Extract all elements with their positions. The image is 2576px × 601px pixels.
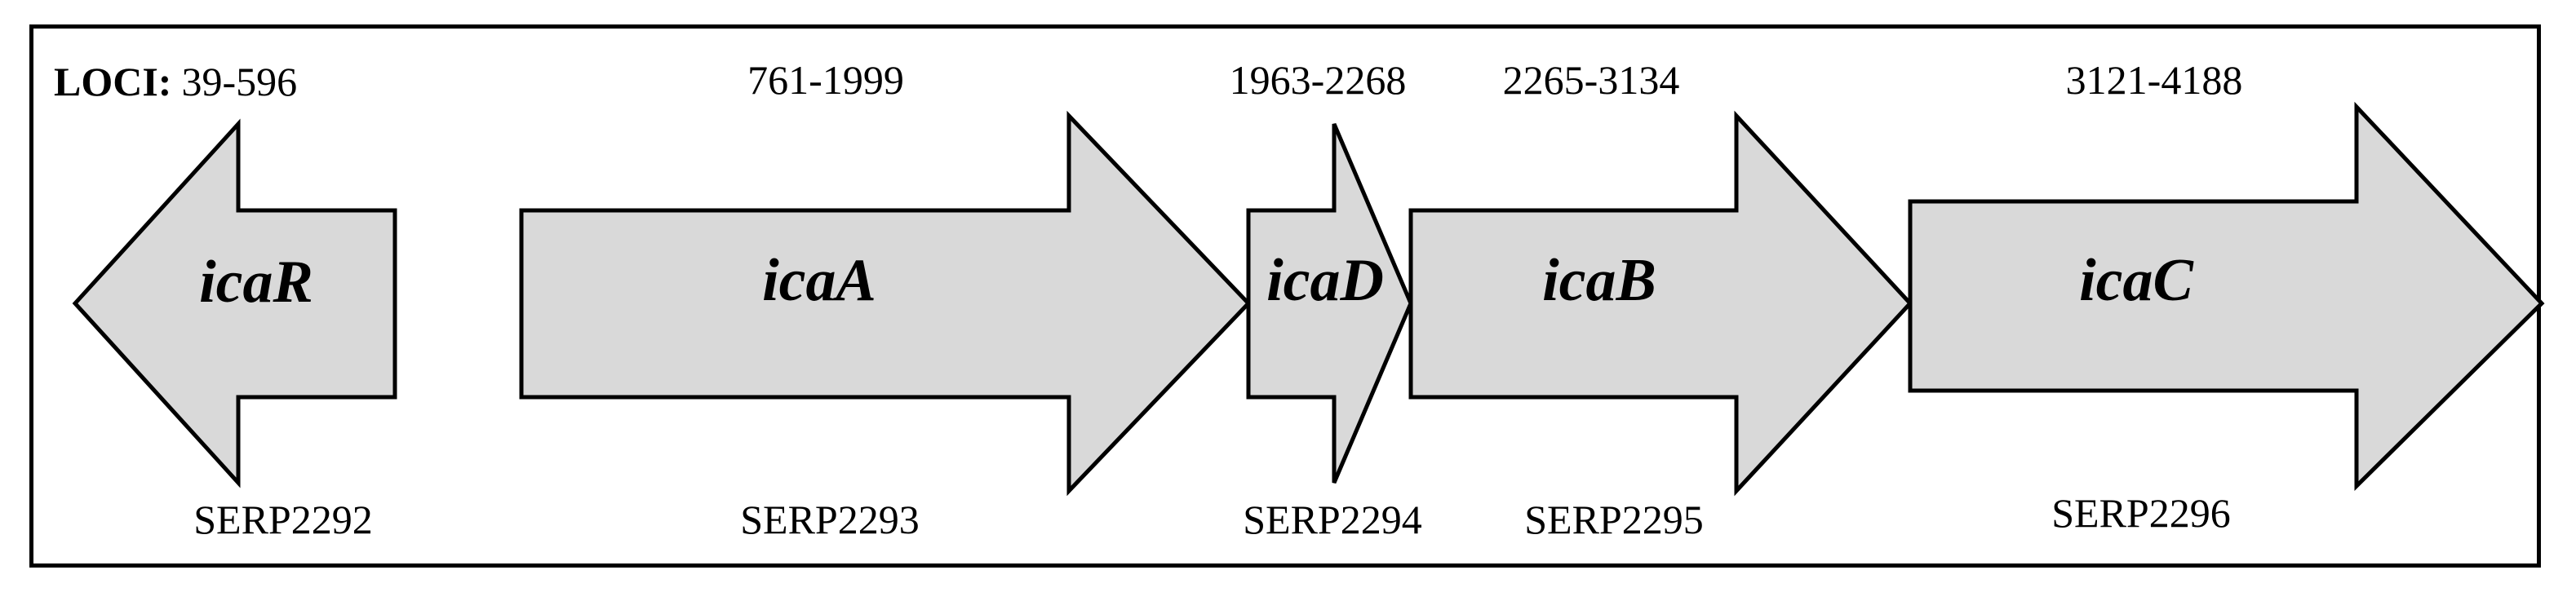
locus-label-icad: 1963-2268 <box>1230 57 1407 103</box>
locus-tag-icaa: SERP2293 <box>740 497 920 542</box>
locus-tag-icac: SERP2296 <box>2051 490 2231 536</box>
locus-label-icaa: 761-1999 <box>747 57 904 103</box>
locus-tag-icab: SERP2295 <box>1524 497 1704 542</box>
gene-arrow-icad <box>1246 123 1413 484</box>
gene-arrow-icab <box>1408 110 1913 497</box>
gene-name-icaa: icaA <box>762 247 876 314</box>
gene-arrow-icaa <box>519 110 1252 497</box>
locus-tag-icad: SERP2294 <box>1243 497 1422 542</box>
locus-label-icar: LOCI:39-596 <box>54 59 297 104</box>
gene-name-icab: icaB <box>1542 247 1656 314</box>
locus-label-icab: 2265-3134 <box>1503 57 1680 103</box>
gene-arrow-icac <box>1908 101 2545 491</box>
gene-name-icad: icaD <box>1266 247 1384 314</box>
locus-label-icac: 3121-4188 <box>2066 57 2243 103</box>
gene-arrow-icar <box>72 118 397 488</box>
locus-tag-icar: SERP2292 <box>193 497 373 542</box>
gene-name-icar: icaR <box>199 249 313 316</box>
gene-name-icac: icaC <box>2079 247 2194 314</box>
